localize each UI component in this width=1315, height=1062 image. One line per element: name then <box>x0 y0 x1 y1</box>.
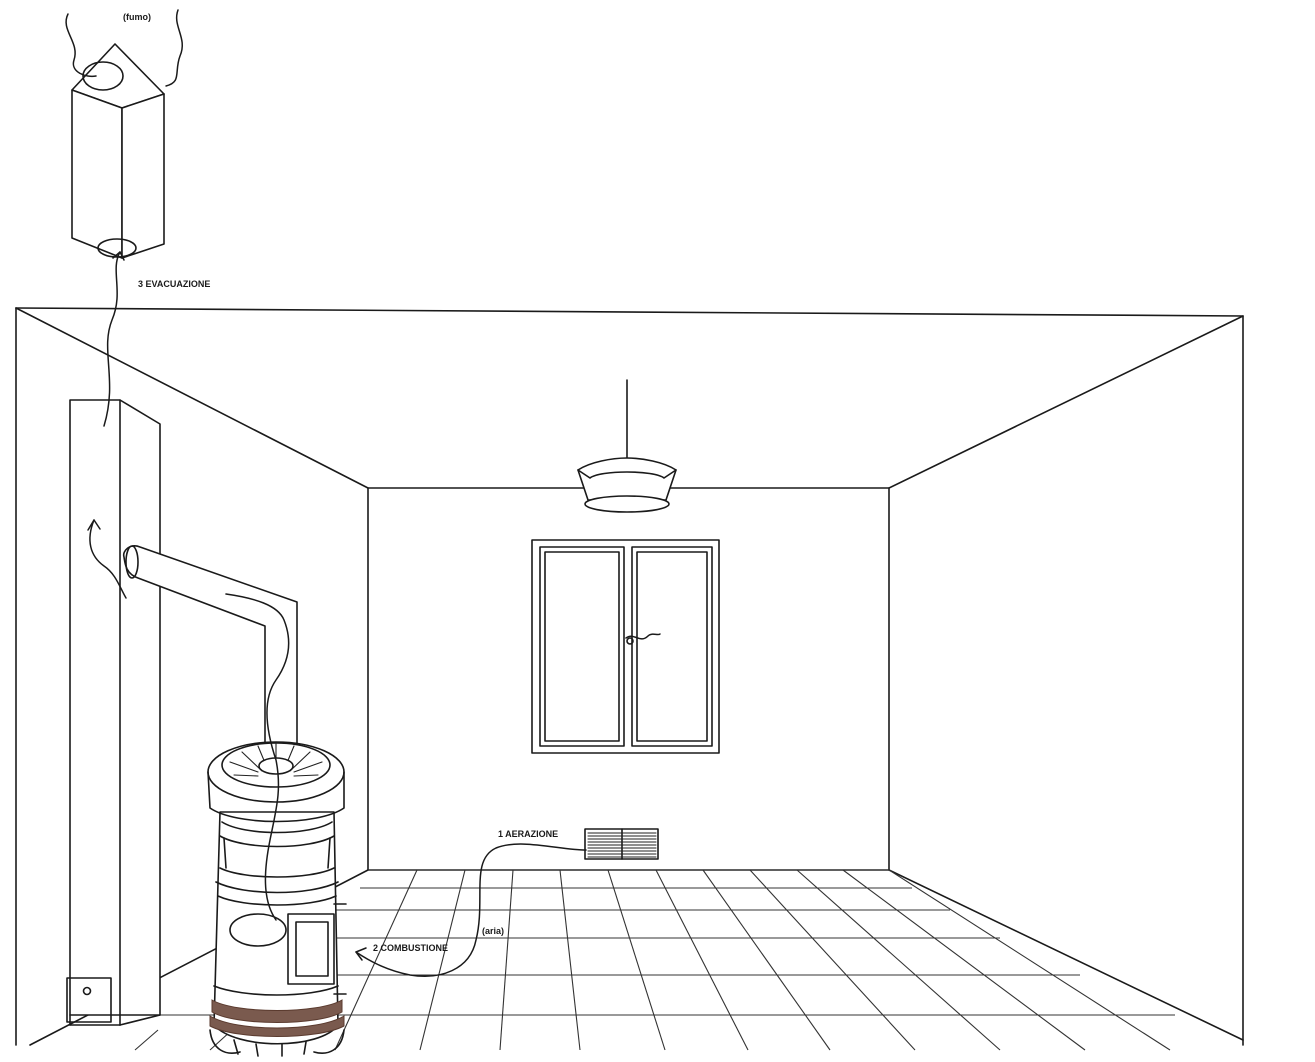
airflow-arrows <box>88 252 586 976</box>
aeration-label: 1 AERAZIONE <box>498 829 558 839</box>
evacuation-label: 3 EVACUAZIONE <box>138 279 210 289</box>
flue-column <box>70 400 160 1025</box>
combustion-label: 2 COMBUSTIONE <box>373 943 448 953</box>
stove-icon <box>208 742 346 1056</box>
chimney-icon <box>66 10 182 258</box>
air-vent-icon <box>585 829 658 859</box>
smoke-label: (fumo) <box>123 12 151 22</box>
ceiling-lamp-icon <box>578 380 676 512</box>
air-label: (aria) <box>482 926 504 936</box>
label-group: (fumo) 3 EVACUAZIONE 1 AERAZIONE (aria) … <box>123 12 558 953</box>
window-icon <box>532 540 719 753</box>
